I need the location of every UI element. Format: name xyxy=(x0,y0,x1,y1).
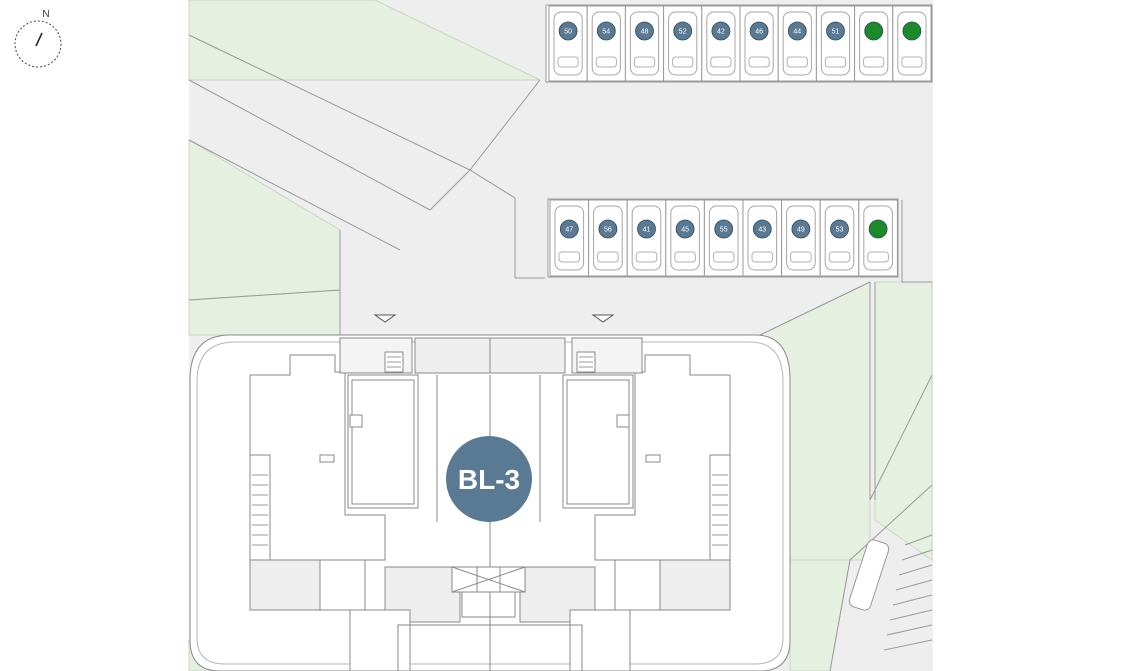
parking-spot-number: 49 xyxy=(797,227,805,234)
car-windshield xyxy=(867,251,889,263)
car-windshield xyxy=(790,251,812,263)
parking-spot[interactable]: 53 xyxy=(819,199,860,277)
parking-spot-marker[interactable] xyxy=(675,219,695,239)
parking-spot-number: 45 xyxy=(681,227,689,234)
parking-spot[interactable]: 44 xyxy=(777,5,817,82)
parking-spot-number: 43 xyxy=(758,227,766,234)
compass-needle-icon xyxy=(35,32,43,47)
parking-spot[interactable]: 54 xyxy=(586,5,626,82)
car-windshield xyxy=(710,56,732,68)
parking-spot-marker[interactable] xyxy=(714,219,734,239)
car-windshield xyxy=(672,56,694,68)
parking-spot-number: 51 xyxy=(832,29,840,36)
parking-spot-number: 55 xyxy=(720,227,728,234)
entrance-arrow-left xyxy=(373,314,397,323)
compass-circle xyxy=(14,20,62,68)
parking-spot-marker[interactable] xyxy=(635,21,654,41)
parking-spot[interactable]: 45 xyxy=(665,199,705,277)
parking-spot-marker[interactable] xyxy=(711,21,731,41)
parking-spot-marker[interactable] xyxy=(864,21,884,41)
block-marker-circle[interactable] xyxy=(446,436,532,522)
car-windshield xyxy=(824,56,847,68)
parking-row-bottom: 47 56 41 45 55 43 49 53 xyxy=(549,199,898,277)
parking-spot-number: 56 xyxy=(604,227,612,234)
parking-spot-marker[interactable] xyxy=(749,21,769,41)
car-windshield xyxy=(674,251,696,263)
parking-spot[interactable] xyxy=(858,199,898,277)
parking-spot-marker[interactable] xyxy=(830,219,849,239)
block-marker-bl-3[interactable]: BL-3 xyxy=(446,436,532,522)
parking-spot-marker[interactable] xyxy=(752,219,772,239)
parking-spot[interactable] xyxy=(892,5,932,82)
parking-spot-marker[interactable] xyxy=(559,219,579,239)
parking-spot[interactable]: 42 xyxy=(701,5,741,82)
parking-spot-marker[interactable] xyxy=(826,21,845,41)
parking-spot-marker[interactable] xyxy=(902,21,922,41)
parking-spot-marker[interactable] xyxy=(791,219,811,239)
parking-spot-marker[interactable] xyxy=(673,21,693,41)
compass-north-label: N xyxy=(42,9,49,20)
parking-spot-number: 53 xyxy=(836,227,844,234)
parking-spot[interactable]: 46 xyxy=(739,5,779,82)
parking-spot[interactable]: 56 xyxy=(588,199,628,277)
block-label: BL-3 xyxy=(458,464,520,495)
parking-spot-number: 54 xyxy=(602,29,610,36)
parking-spot[interactable]: 41 xyxy=(626,199,667,277)
parking-spot[interactable] xyxy=(854,5,894,82)
car-windshield xyxy=(751,251,774,263)
car-windshield xyxy=(828,251,851,263)
car-windshield xyxy=(557,56,579,68)
car-windshield xyxy=(633,56,656,68)
parking-spot[interactable]: 55 xyxy=(703,199,744,277)
car-windshield xyxy=(863,56,885,68)
car-windshield xyxy=(558,251,581,263)
compass: N xyxy=(14,9,62,68)
parking-spot[interactable]: 47 xyxy=(549,199,590,277)
ramp-lines xyxy=(188,34,933,671)
parking-spot-number: 50 xyxy=(564,29,572,36)
parking-spot-number: 41 xyxy=(643,227,651,234)
car-windshield xyxy=(595,56,617,68)
parking-row-top: 50 54 48 52 42 46 44 51 xyxy=(548,5,932,82)
parking-spot-marker[interactable] xyxy=(596,21,616,41)
parking-spot-marker[interactable] xyxy=(637,219,656,239)
parking-spot[interactable]: 52 xyxy=(663,5,703,82)
side-parking-stripes xyxy=(883,534,933,651)
car-windshield xyxy=(635,251,658,263)
car-windshield xyxy=(901,56,923,68)
parking-spot[interactable]: 49 xyxy=(781,199,821,277)
parking-spot-number: 47 xyxy=(565,227,573,234)
side-car-outline xyxy=(848,539,890,611)
parking-spot-number: 42 xyxy=(717,29,725,36)
parking-spot-marker[interactable] xyxy=(868,219,888,239)
car-windshield xyxy=(786,56,808,68)
car-windshield xyxy=(712,251,735,263)
parking-spot-marker[interactable] xyxy=(787,21,807,41)
parking-spot-number: 52 xyxy=(679,29,687,36)
parking-spot[interactable]: 48 xyxy=(624,5,665,82)
parking-spot[interactable]: 50 xyxy=(548,5,588,82)
car-windshield xyxy=(748,56,770,68)
parking-spot[interactable]: 43 xyxy=(742,199,783,277)
parking-spot-marker[interactable] xyxy=(558,21,578,41)
parking-spot[interactable]: 51 xyxy=(815,5,856,82)
parking-spot-number: 46 xyxy=(755,29,763,36)
parking-spot-number: 44 xyxy=(793,29,801,36)
parking-spot-marker[interactable] xyxy=(598,219,618,239)
entrance-arrow-right xyxy=(591,314,615,323)
car-windshield xyxy=(597,251,619,263)
parking-spot-number: 48 xyxy=(641,29,649,36)
